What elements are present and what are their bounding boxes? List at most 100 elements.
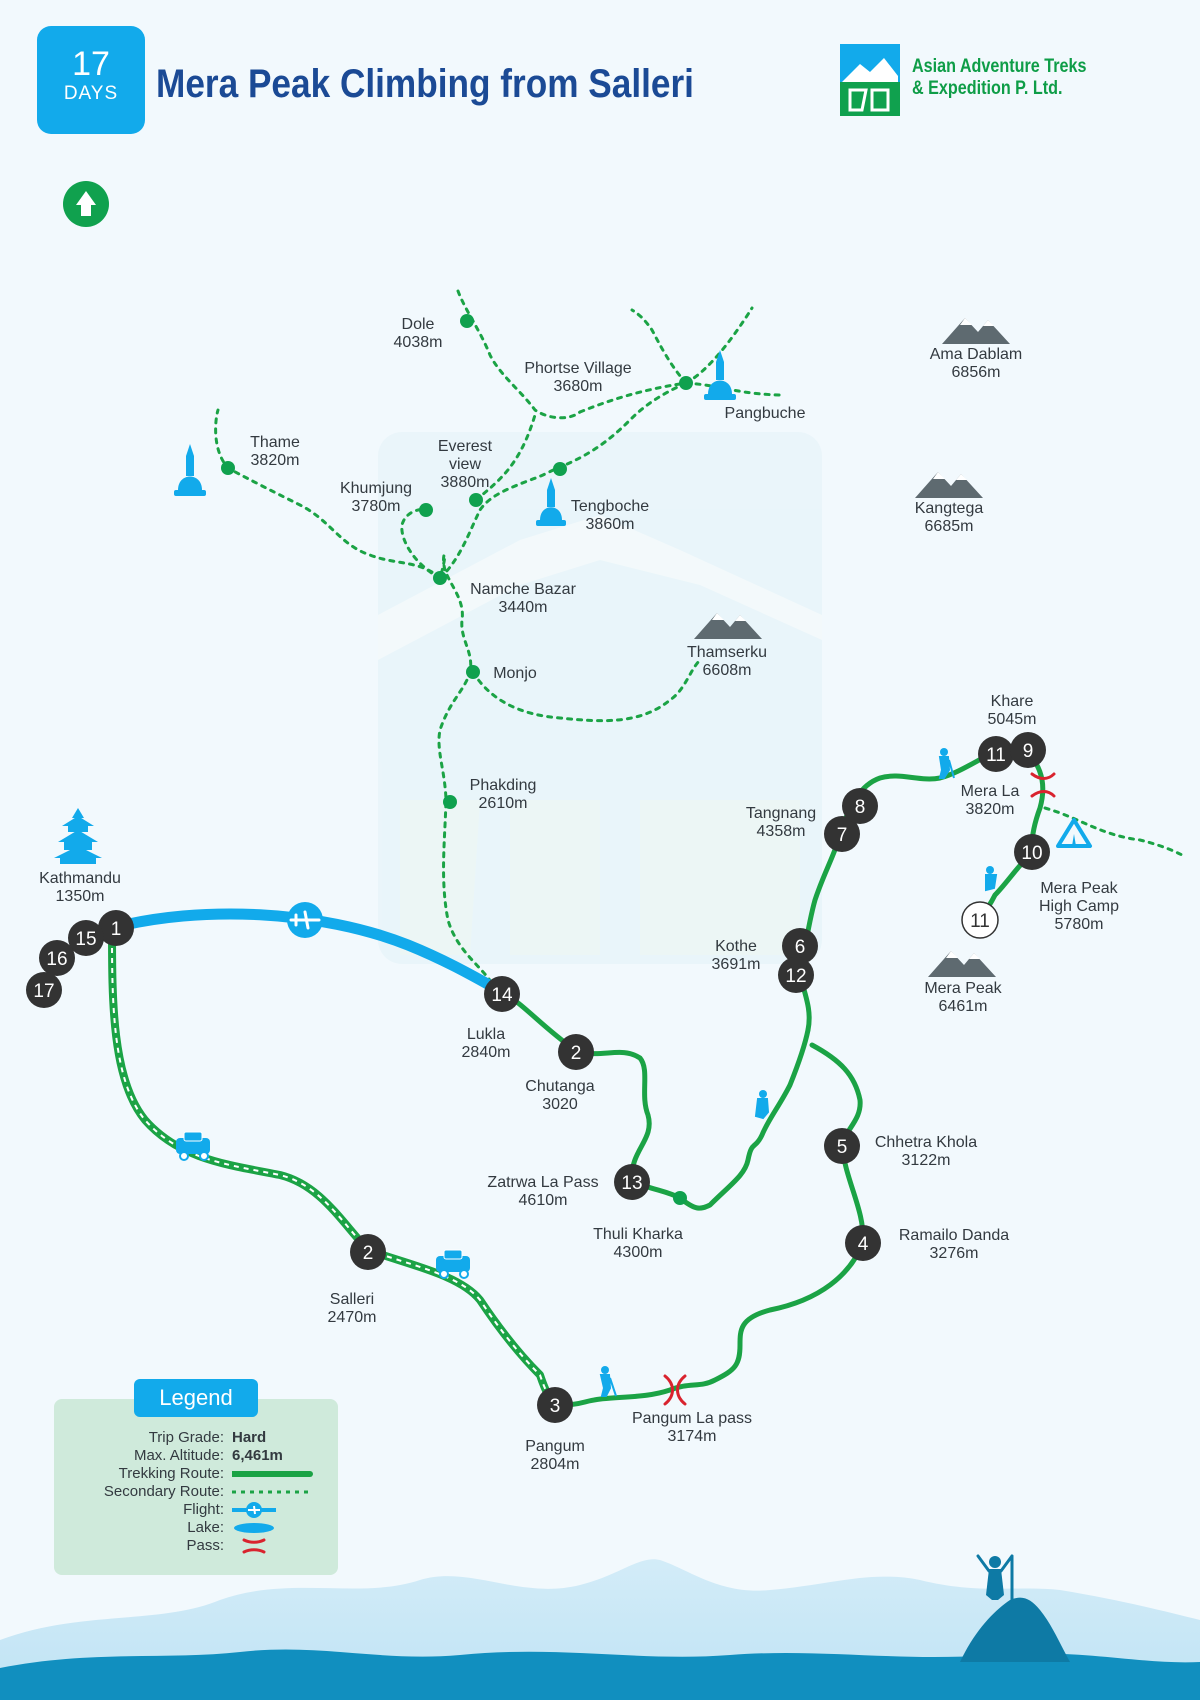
days-label: DAYS — [63, 83, 119, 104]
legend-row-trip-grade: Trip Grade: Hard — [148, 1429, 267, 1446]
secondary-routes — [214, 289, 1184, 993]
pangum-pass-alt: 3174m — [668, 1428, 717, 1445]
svg-text:11: 11 — [970, 911, 990, 932]
secondary-route-tengboche-pangbuche — [556, 381, 688, 470]
svg-text:2: 2 — [363, 1243, 374, 1264]
dole-name: Dole — [402, 316, 435, 333]
khumjung-name: Khumjung — [340, 480, 412, 497]
tree-icon-badge — [63, 181, 109, 227]
svg-text:8: 8 — [855, 797, 866, 818]
ama-dablam-alt: 6856m — [952, 364, 1001, 381]
legend-row-max-altitude: Max. Altitude: 6,461m — [133, 1447, 283, 1464]
secondary-route-namche-tengboche — [438, 466, 560, 580]
kothe-alt: 3691m — [712, 956, 761, 973]
day-node-10: 10 — [1014, 834, 1050, 870]
tangnang-name: Tangnang — [746, 805, 816, 822]
day-node-3: 3 — [537, 1387, 573, 1423]
waypoint-dot-phakding — [443, 795, 457, 809]
day-node-9: 9 — [1010, 732, 1046, 768]
secondary-route-phortse-pangbuche — [578, 381, 688, 414]
secondary-route-everest-view — [474, 413, 537, 502]
pangum-pass-name: Pangum La pass — [632, 1410, 752, 1427]
chhetra-alt: 3122m — [902, 1152, 951, 1169]
stupa-icon-tengboche — [536, 478, 566, 526]
tent-icon — [1056, 818, 1092, 848]
temple-icon-kathmandu — [54, 808, 102, 864]
tengboche-alt: 3860m — [586, 516, 635, 533]
legend-row-trekking-route: Trekking Route: — [54, 1465, 338, 1483]
secondary-route-mera-la-east — [1043, 806, 1184, 857]
company-logo-mark — [840, 44, 900, 116]
hiker-icon — [599, 1366, 617, 1397]
day-node-16: 16 — [39, 940, 75, 976]
waypoint-dot-everest-view — [469, 493, 483, 507]
khare-name: Khare — [991, 693, 1034, 710]
namche-name: Namche Bazar — [470, 581, 576, 598]
legend-row-pass: Pass: — [54, 1537, 338, 1555]
legend-row-lake: Lake: — [54, 1519, 338, 1537]
dole-alt: 4038m — [394, 334, 443, 351]
waypoint-dot-thame — [221, 461, 235, 475]
watermark-logo — [378, 432, 822, 964]
lukla-name: Lukla — [467, 1026, 505, 1043]
waypoint-dots — [221, 314, 693, 1205]
flight-symbol — [232, 1502, 276, 1518]
legend-row-flight: Flight: — [54, 1501, 338, 1519]
phakding-name: Phakding — [470, 777, 537, 794]
phakding-alt: 2610m — [479, 795, 528, 812]
trip-grade-value: Hard — [232, 1429, 267, 1446]
svg-text:9: 9 — [1023, 741, 1034, 762]
pangbuche-name: Pangbuche — [725, 405, 806, 422]
everest-view-name: Everest — [438, 438, 493, 455]
lukla-alt: 2840m — [462, 1044, 511, 1061]
ama-dablam-name: Ama Dablam — [930, 346, 1022, 363]
svg-text:7: 7 — [837, 825, 848, 846]
route-lukla-chutanga-zatrwa — [499, 989, 652, 1183]
route-zatrwa-thuli — [629, 1027, 811, 1211]
svg-text:11: 11 — [986, 745, 1006, 766]
waypoint-dot-namche — [433, 571, 447, 585]
legend-title: Legend — [134, 1379, 258, 1417]
day-node-2-salleri: 2 — [350, 1234, 386, 1270]
svg-text:15: 15 — [75, 929, 96, 950]
high-camp-name: Mera Peak — [1040, 880, 1118, 897]
pass-icon — [663, 1374, 687, 1406]
everest-view-alt: 3880m — [441, 474, 490, 491]
day-node-11-khare: 11 — [978, 736, 1014, 772]
waypoint-dot-tengboche — [553, 462, 567, 476]
tengboche-name: Tengboche — [571, 498, 649, 515]
day-node-13: 13 — [614, 1164, 650, 1200]
thamserku-alt: 6608m — [703, 662, 752, 679]
days-number: 17 — [72, 45, 110, 83]
mountain-icon-thamserku — [694, 613, 762, 639]
zatrwa-name: Zatrwa La Pass — [487, 1174, 598, 1191]
kangtega-name: Kangtega — [915, 500, 984, 517]
svg-text:16: 16 — [46, 949, 67, 970]
hiker-icon — [754, 1090, 770, 1120]
company-logo: Asian Adventure Treks & Expedition P. Lt… — [840, 44, 1170, 119]
lake-symbol — [234, 1523, 274, 1533]
legend-row-secondary-route: Secondary Route: — [54, 1483, 338, 1501]
tree-icon — [76, 191, 96, 216]
pass-symbol — [242, 1538, 266, 1554]
secondary-route-symbol — [232, 1490, 310, 1494]
pangum-name: Pangum — [525, 1438, 585, 1455]
svg-text:2: 2 — [571, 1043, 582, 1064]
secondary-route-namche-khumjung — [400, 508, 442, 580]
secondary-route-pangbuche-north — [630, 306, 754, 385]
mera-la-name: Mera La — [961, 783, 1020, 800]
svg-text:3: 3 — [550, 1396, 561, 1417]
flight-route — [106, 902, 508, 998]
thuli-alt: 4300m — [614, 1244, 663, 1261]
stupa-icon-thame — [174, 444, 206, 496]
khare-alt: 5045m — [988, 711, 1037, 728]
day-node-8: 8 — [842, 788, 878, 824]
company-name: Asian Adventure Treks & Expedition P. Lt… — [912, 56, 1087, 99]
ramailo-name: Ramailo Danda — [899, 1227, 1009, 1244]
svg-text:13: 13 — [621, 1173, 642, 1194]
day-node-2-chutanga: 2 — [558, 1034, 594, 1070]
waypoint-dot-thuli — [673, 1191, 687, 1205]
max-altitude-value: 6,461m — [232, 1447, 283, 1464]
kathmandu-name: Kathmandu — [39, 870, 121, 887]
